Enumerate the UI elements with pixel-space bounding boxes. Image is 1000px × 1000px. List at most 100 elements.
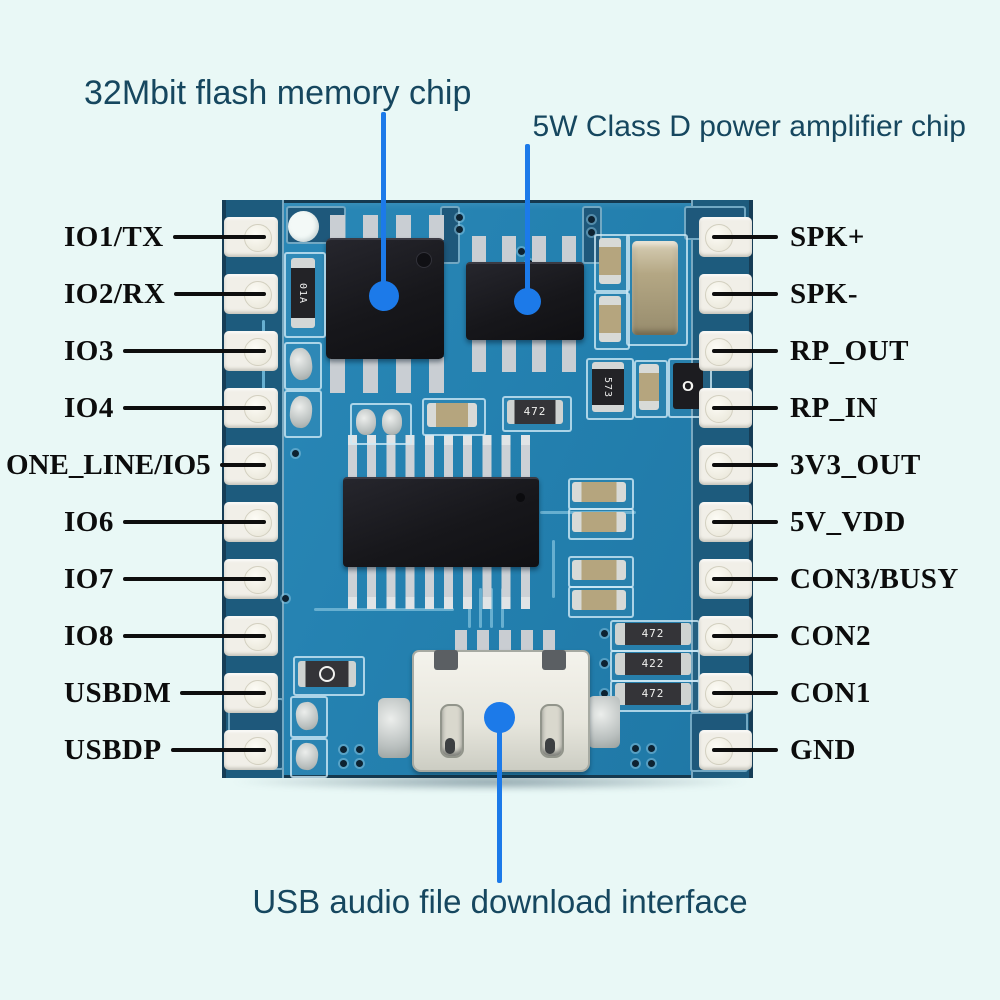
mcu-solder-pads-top <box>348 435 540 445</box>
pin-row-io1-tx: IO1/TX <box>64 216 266 258</box>
pin-label: IO4 <box>64 391 114 424</box>
pin-connector-line <box>712 292 778 296</box>
pin-label: IO3 <box>64 334 114 367</box>
smd-diode: O <box>673 363 703 409</box>
mcu-solder-pads-bottom <box>348 597 540 609</box>
callout-dot-usb <box>484 702 515 733</box>
resistor-silkscreen-box <box>284 252 326 338</box>
pin-connector-line <box>172 235 266 239</box>
solder-pad-box <box>290 696 328 738</box>
flash-chip-leads-top <box>330 215 444 240</box>
pin-row-con3-busy: CON3/BUSY <box>712 558 992 600</box>
pin-label: IO1/TX <box>64 220 164 253</box>
via <box>588 216 595 223</box>
pin-label: 5V_VDD <box>790 505 906 538</box>
diode-silkscreen-box <box>293 656 365 696</box>
diode-ring-marking <box>319 666 335 682</box>
pin-label: SPK+ <box>790 220 865 253</box>
smd-diode <box>298 661 356 687</box>
pin-label: IO7 <box>64 562 114 595</box>
pin-row-io2-rx: IO2/RX <box>64 273 266 315</box>
callout-dot-flash <box>369 281 399 311</box>
via <box>456 214 463 221</box>
via <box>632 760 639 767</box>
pin-label: IO8 <box>64 619 114 652</box>
pin-row-con1: CON1 <box>712 672 992 714</box>
pin-connector-line <box>122 349 266 353</box>
pin-row-rp-in: RP_IN <box>712 387 992 429</box>
usb-solder-contacts <box>455 630 555 650</box>
mcu-chip <box>343 477 539 567</box>
callout-line-usb <box>497 725 502 883</box>
ic-silkscreen-box <box>586 358 634 420</box>
smd-marking: 422 <box>641 657 665 670</box>
pin-connector-line <box>219 463 266 467</box>
flash-chip-leads-bottom <box>330 357 444 393</box>
pin-connector-line <box>180 691 266 695</box>
solder-pad-box <box>350 403 412 445</box>
diode-marking: O <box>682 377 694 395</box>
smd-marking: 472 <box>641 627 665 640</box>
usb-anchor-slot <box>440 704 464 758</box>
pin-connector-line <box>712 349 778 353</box>
solder-blob <box>382 409 402 435</box>
pin-connector-line <box>712 634 778 638</box>
pin-label: GND <box>790 733 856 766</box>
pin-connector-line <box>122 406 266 410</box>
resistor-silkscreen-box <box>422 398 486 436</box>
pin-label: RP_OUT <box>790 334 909 367</box>
pcb-trace <box>314 608 454 611</box>
mcu-leads-top <box>348 445 540 477</box>
via <box>648 760 655 767</box>
pin-connector-line <box>712 235 778 239</box>
pin-row-rp-out: RP_OUT <box>712 330 992 372</box>
solder-pad-box <box>290 738 328 778</box>
via <box>292 450 299 457</box>
usb-shell-clip <box>434 650 458 670</box>
pin-connector-line <box>712 577 778 581</box>
callout-line-amp <box>525 144 530 302</box>
pin-connector-line <box>712 520 778 524</box>
smd-silkscreen-box <box>502 396 572 432</box>
pin-label: CON3/BUSY <box>790 562 959 595</box>
pin-row-io7: IO7 <box>64 558 266 600</box>
pin-row-io6: IO6 <box>64 501 266 543</box>
pin-row-3v3-out: 3V3_OUT <box>712 444 992 486</box>
mcu-pin1-mark <box>516 493 525 502</box>
pin-connector-line <box>170 748 266 752</box>
pin-connector-line <box>712 463 778 467</box>
via <box>340 746 347 753</box>
flash-chip-annotation: 32Mbit flash memory chip <box>84 74 472 112</box>
usb-anchor-slot <box>540 704 564 758</box>
via <box>356 760 363 767</box>
resistor-silkscreen-box <box>634 360 668 418</box>
vertical-resistor: 01A <box>291 258 315 328</box>
smd-resistor <box>599 238 621 284</box>
via <box>601 660 608 667</box>
pin-label: RP_IN <box>790 391 878 424</box>
smd-resistor <box>599 296 621 342</box>
pin-row-gnd: GND <box>712 729 992 771</box>
smd-capacitor: 472 <box>615 683 691 705</box>
pin-row-usbdm: USBDM <box>64 672 266 714</box>
smd-resistor <box>572 482 626 502</box>
smd-resistor <box>572 590 626 610</box>
pin-connector-line <box>174 292 266 296</box>
resistor-silkscreen-box <box>594 234 630 292</box>
small-ic-marking: 573 <box>602 376 614 398</box>
pin-row-io8: IO8 <box>64 615 266 657</box>
via <box>632 745 639 752</box>
pin-row-con2: CON2 <box>712 615 992 657</box>
pin-connector-line <box>122 577 266 581</box>
smd-resistor <box>639 364 659 410</box>
via <box>588 229 595 236</box>
via <box>340 760 347 767</box>
via <box>648 745 655 752</box>
smd-capacitor: 472 <box>507 400 563 424</box>
via <box>356 746 363 753</box>
solder-blob <box>588 696 620 748</box>
small-ic: 573 <box>592 362 624 412</box>
silkscreen-circle-marker <box>288 211 319 242</box>
pin-row-usbdp: USBDP <box>64 729 266 771</box>
